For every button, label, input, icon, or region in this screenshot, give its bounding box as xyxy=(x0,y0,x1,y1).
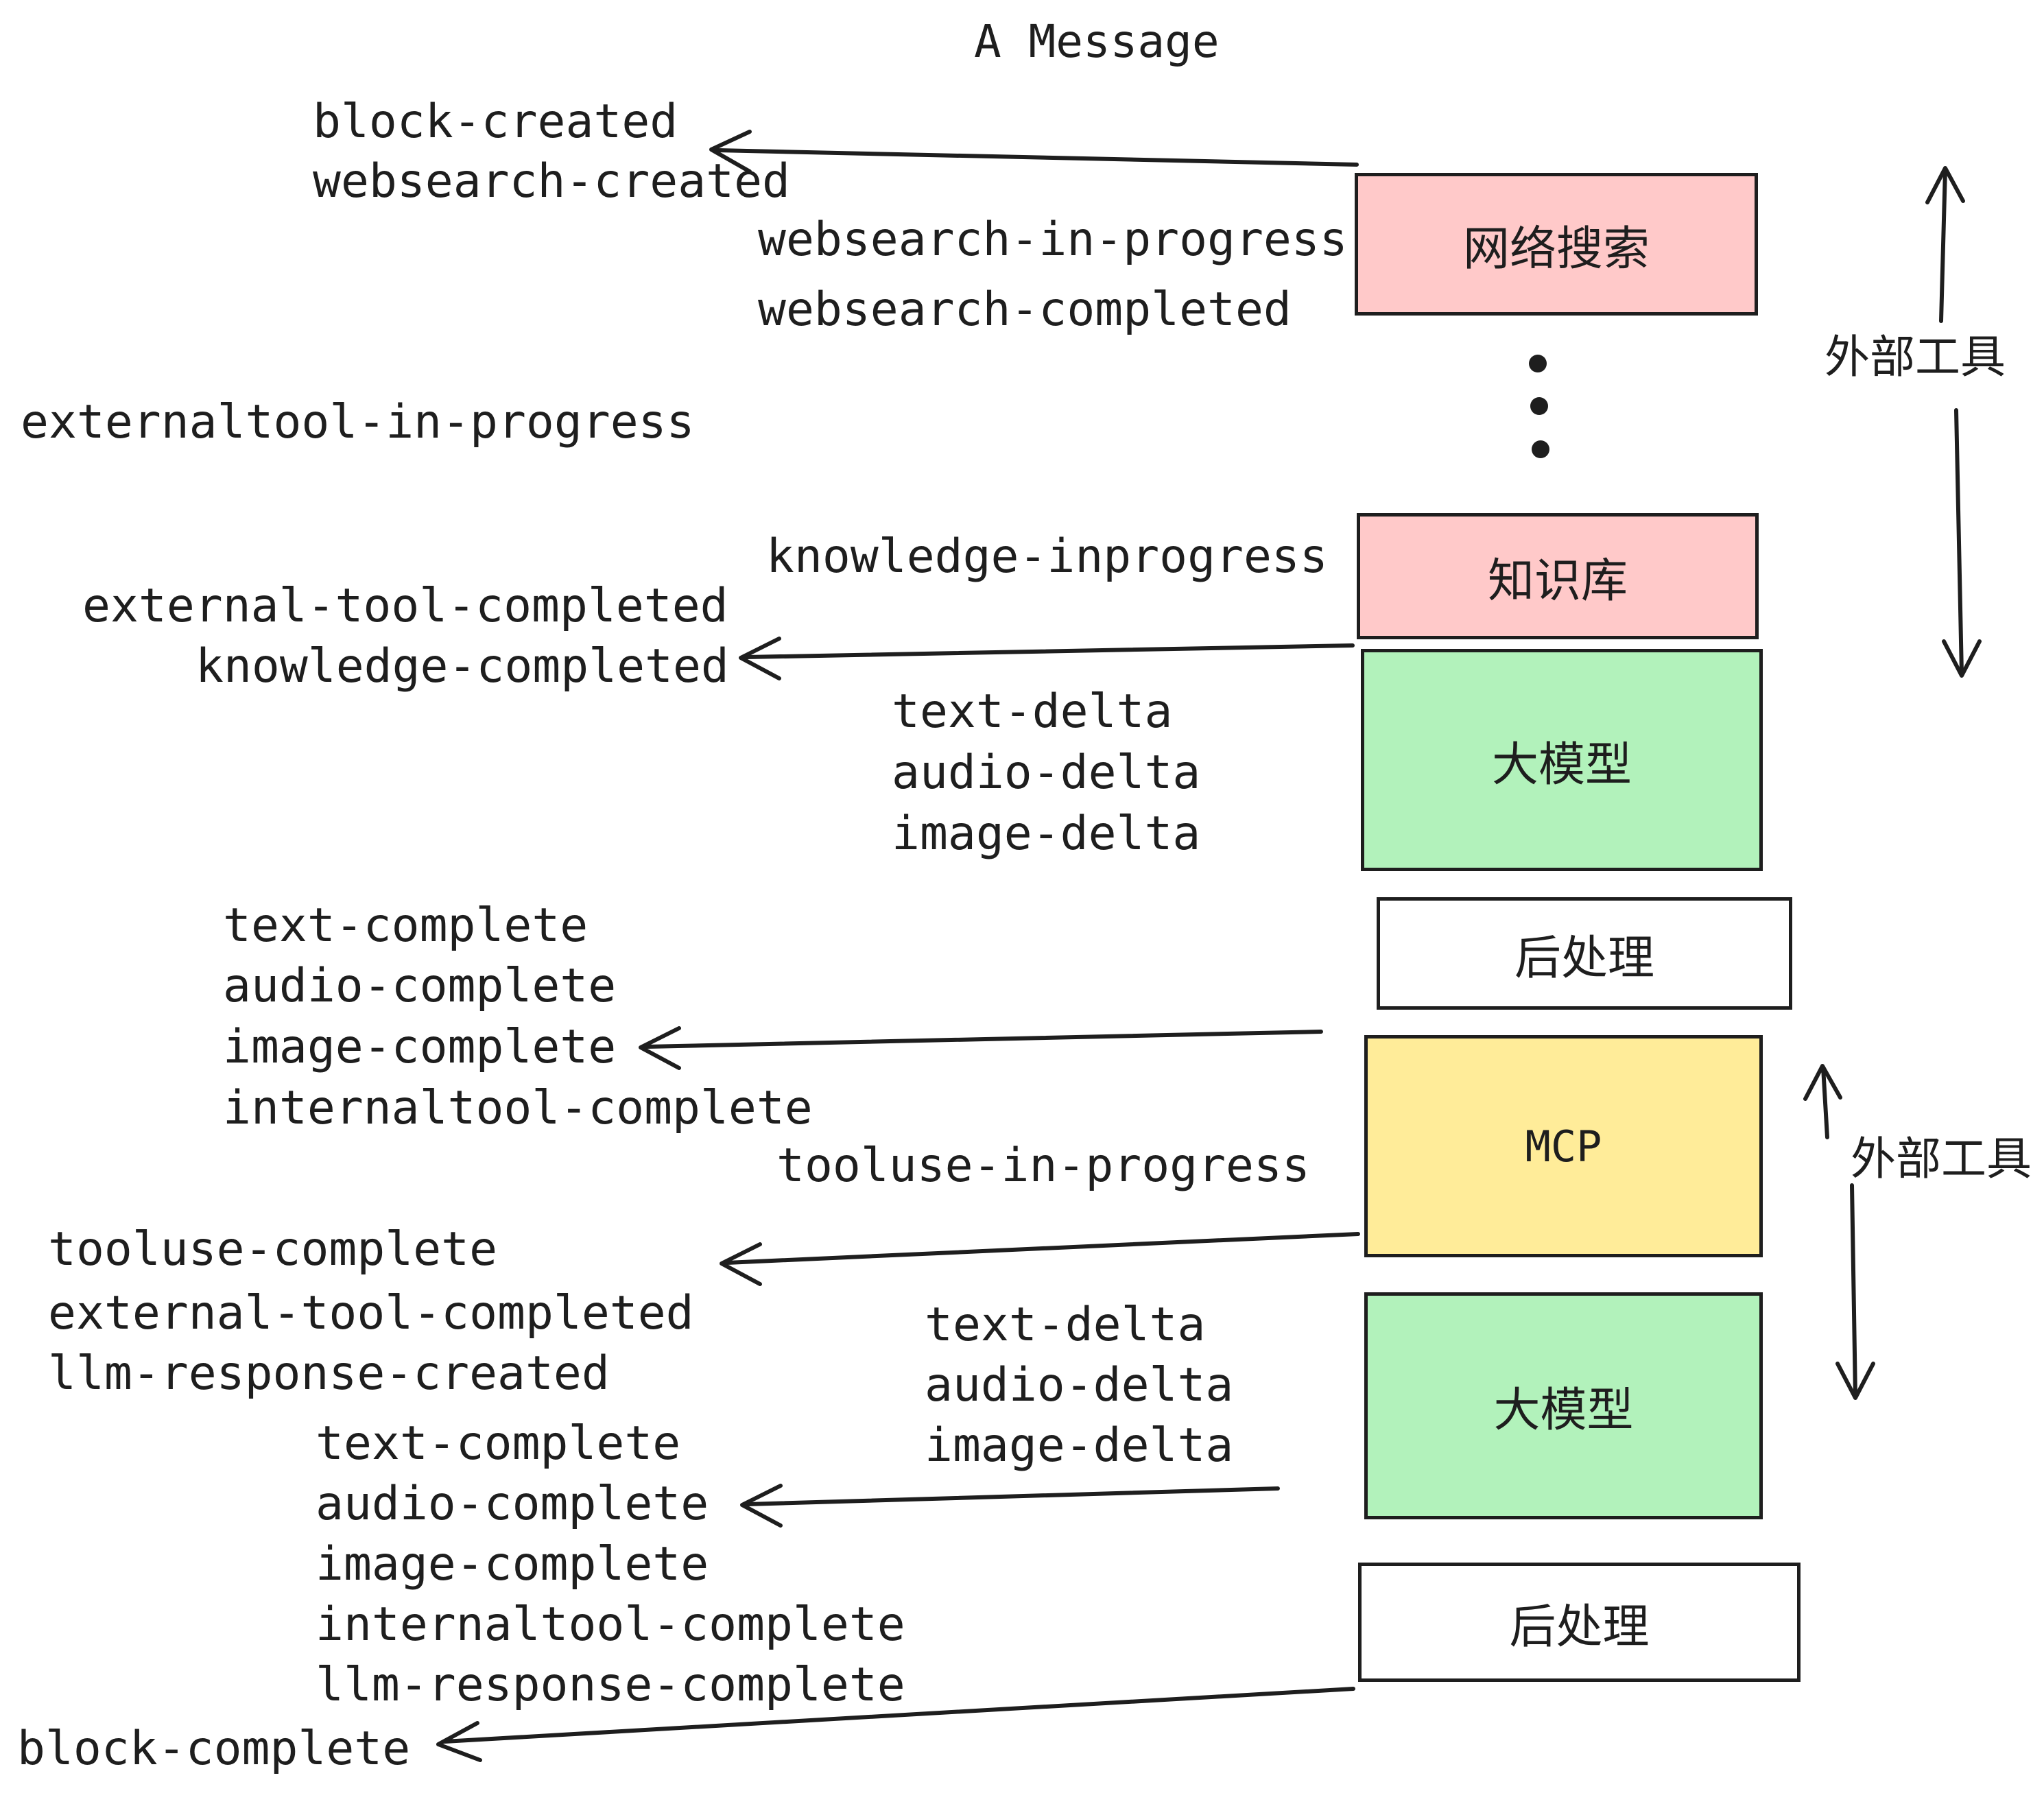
box-knowledge: 知识库 xyxy=(1357,513,1759,639)
event-label-llm-response-created: llm-response-created xyxy=(48,1346,610,1401)
arrow-llm2-to-audio-complete xyxy=(740,1484,1280,1528)
box-websearch: 网络搜索 xyxy=(1355,173,1758,316)
event-label-block-created: block-created xyxy=(313,95,678,149)
event-label-knowledge-completed: knowledge-completed xyxy=(195,639,729,693)
event-label-internaltool-complete-2: internaltool-complete xyxy=(316,1598,905,1652)
event-label-text-delta-2: text-delta xyxy=(925,1298,1206,1352)
box-llm-1: 大模型 xyxy=(1361,649,1763,871)
event-label-externaltool-in-progress: externaltool-in-progress xyxy=(21,395,695,449)
event-label-websearch-completed: websearch-completed xyxy=(758,283,1292,337)
event-label-tooluse-in-progress: tooluse-in-progress xyxy=(776,1139,1310,1193)
arrow-mcp-to-tooluse-complete xyxy=(720,1232,1360,1286)
event-label-image-complete-1: image-complete xyxy=(223,1020,617,1074)
box-llm-2: 大模型 xyxy=(1364,1292,1763,1519)
event-label-block-complete: block-complete xyxy=(17,1722,411,1776)
box-postprocess-1-label: 后处理 xyxy=(1514,931,1654,986)
event-label-text-delta-1: text-delta xyxy=(892,685,1173,739)
event-label-internaltool-complete-1: internaltool-complete xyxy=(223,1081,813,1135)
arrow-external-tool-top xyxy=(1925,166,1982,678)
box-knowledge-label: 知识库 xyxy=(1487,554,1628,608)
event-label-llm-response-complete: llm-response-complete xyxy=(316,1658,905,1712)
event-label-websearch-in-progress: websearch-in-progress xyxy=(758,213,1348,267)
event-label-audio-delta-1: audio-delta xyxy=(892,746,1201,800)
event-label-image-delta-1: image-delta xyxy=(892,807,1201,861)
box-mcp-label: MCP xyxy=(1525,1121,1602,1172)
event-label-external-tool-completed: external-tool-completed xyxy=(82,579,728,633)
external-tool-label-top: 外部工具 xyxy=(1825,331,2006,383)
external-tool-label-bottom: 外部工具 xyxy=(1851,1132,2032,1185)
event-label-audio-complete-1: audio-complete xyxy=(223,959,617,1013)
event-label-audio-complete-2: audio-complete xyxy=(316,1477,709,1531)
arrow-post1-to-image-complete xyxy=(639,1026,1323,1070)
event-label-image-delta-2: image-delta xyxy=(925,1419,1234,1473)
event-label-audio-delta-2: audio-delta xyxy=(925,1358,1234,1412)
box-websearch-label: 网络搜索 xyxy=(1462,222,1650,276)
box-llm-1-label: 大模型 xyxy=(1491,737,1632,792)
box-postprocess-1: 后处理 xyxy=(1377,897,1792,1010)
event-label-tooluse-complete: tooluse-complete xyxy=(48,1222,498,1277)
event-label-text-complete-2: text-complete xyxy=(316,1416,681,1471)
event-label-text-complete-1: text-complete xyxy=(223,899,589,953)
arrow-knowledge-to-knowledge-completed xyxy=(739,637,1355,680)
arrow-websearch-to-block-created xyxy=(709,130,1359,174)
box-postprocess-2-label: 后处理 xyxy=(1509,1600,1650,1654)
ellipsis-dots xyxy=(1529,355,1549,458)
event-label-websearch-created: websearch-created xyxy=(313,154,790,209)
event-label-image-complete-2: image-complete xyxy=(316,1537,709,1591)
box-llm-2-label: 大模型 xyxy=(1493,1384,1634,1438)
event-label-knowledge-inprogress: knowledge-inprogress xyxy=(766,530,1328,584)
diagram-title: A Message xyxy=(974,15,1220,68)
event-label-external-tool-completed-2: external-tool-completed xyxy=(48,1286,694,1340)
box-postprocess-2: 后处理 xyxy=(1358,1563,1801,1682)
box-mcp: MCP xyxy=(1364,1035,1763,1257)
arrow-external-tool-bottom xyxy=(1803,1064,1875,1400)
